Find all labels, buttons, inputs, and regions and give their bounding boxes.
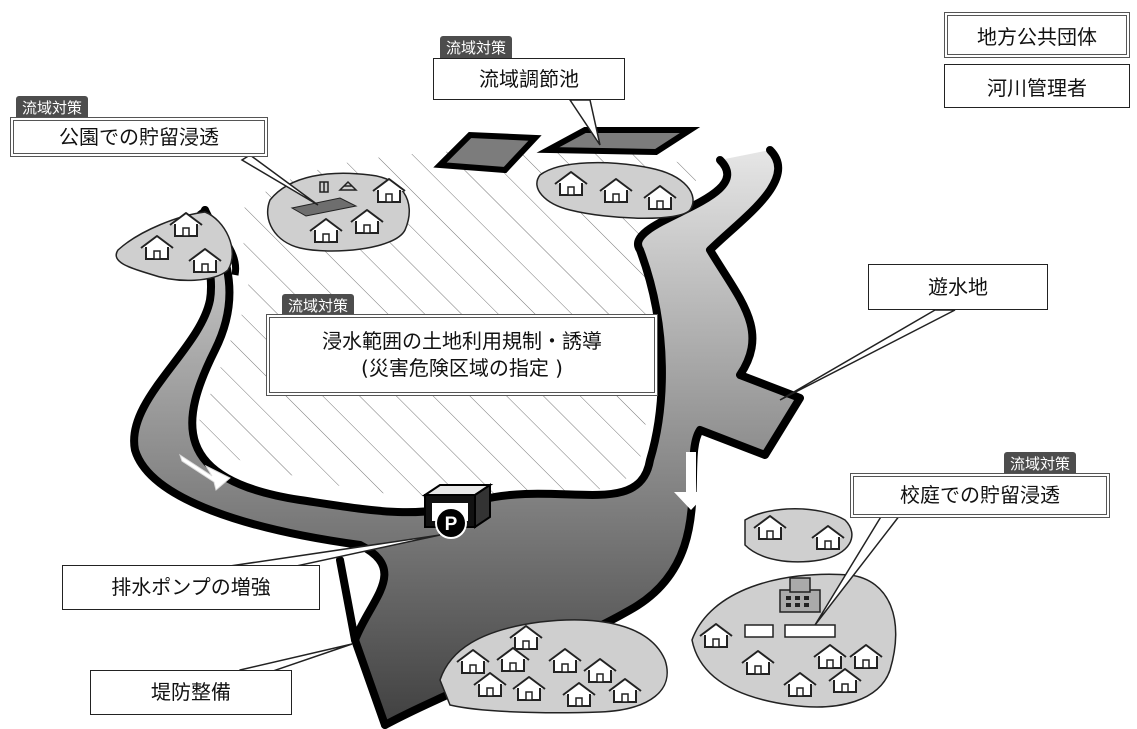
basin-measure-tag: 流域対策 [282,294,355,317]
land-use-line1: 浸水範囲の土地利用規制・誘導 [322,329,602,353]
legend-local-government: 地方公共団体 [944,12,1130,58]
basin-pond-right [536,127,701,156]
park-bench-icon [319,180,358,193]
school-storage-label: 校庭での貯留浸透 [850,473,1110,518]
flow-arrow-right [674,452,708,510]
school-building-icon [779,577,821,613]
land-use-line2: (災害危険区域の指定 ) [361,356,563,380]
river [134,150,800,725]
schoolyard-icon [784,624,836,638]
basin-measure-tag: 流域対策 [16,96,89,119]
park-storage-label: 公園での貯留浸透 [10,117,268,157]
basin-measure-tag: 流域対策 [440,36,513,59]
callout-pointer [779,309,956,401]
levee-left-lower [336,556,389,729]
pump-station-icon [421,483,494,539]
pump-letter: P [445,514,458,535]
park-storage-area [290,197,358,217]
retarding-basin-label: 遊水地 [868,264,1048,310]
pump-reinforcement-label: 排水ポンプの増強 [62,565,320,610]
land-use-regulation-label: 浸水範囲の土地利用規制・誘導 (災害危険区域の指定 ) [266,314,658,396]
flow-arrow-left [179,453,231,491]
callout-pointer [240,154,319,206]
basin-pond-label: 流域調節池 [433,58,625,100]
levee-improvement-label: 堤防整備 [90,670,292,715]
schoolyard-icon [744,624,774,638]
basin-pond-left [433,131,542,174]
levee-left [130,206,389,644]
callout-pointer [568,99,601,146]
legend-river-administrator: 河川管理者 [944,64,1130,108]
basin-measure-tag: 流域対策 [1004,452,1077,475]
